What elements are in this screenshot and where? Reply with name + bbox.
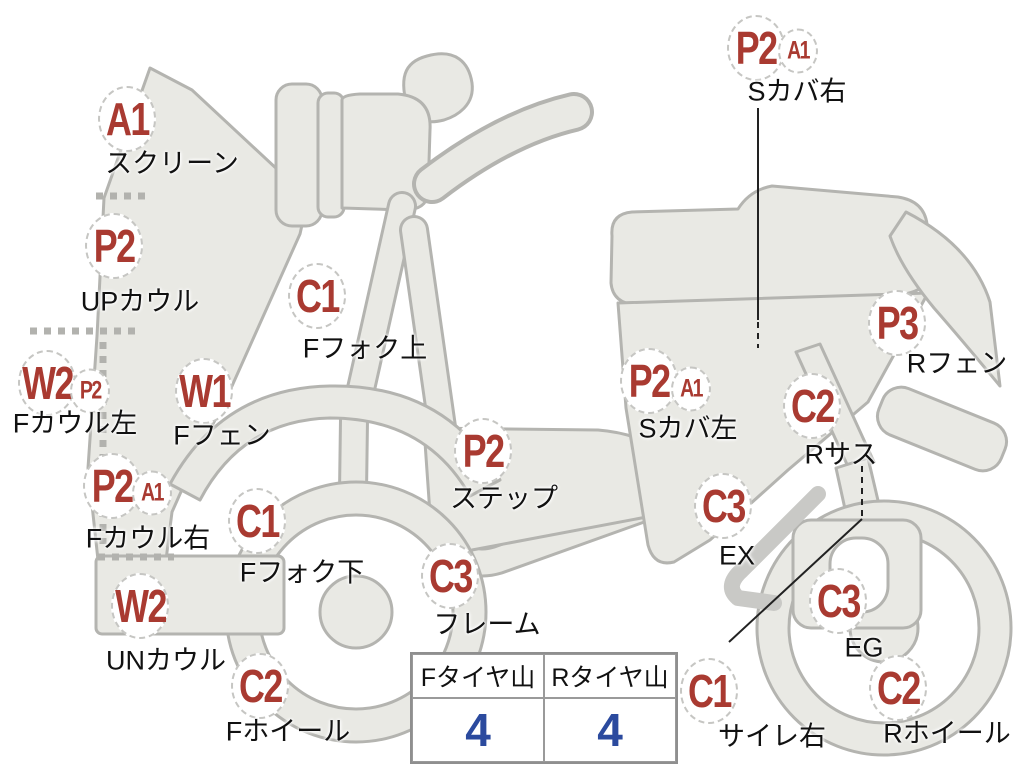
condition-code-text: C3: [816, 575, 861, 627]
condition-code-screen: A1: [98, 86, 156, 152]
front-fender-shape: [168, 384, 502, 502]
condition-code-front-cowl-left: W2: [18, 350, 76, 416]
condition-code-text: W1: [178, 365, 231, 417]
condition-code-text: C1: [687, 665, 732, 717]
condition-code-upper-cowl: P2: [85, 213, 143, 279]
part-label-step: ステップ: [450, 483, 558, 514]
part-label-front-cowl-right: Fカウル右: [85, 523, 211, 554]
condition-code-text: C1: [235, 495, 280, 547]
part-label-front-cowl-left: Fカウル左: [12, 408, 138, 439]
condition-code-text: C2: [790, 380, 835, 432]
part-label-front-fork-upper: Fフォク上: [302, 333, 428, 364]
condition-code-rear-suspension: C2: [783, 373, 841, 439]
part-label-under-cowl: UNカウル: [106, 645, 226, 676]
condition-code-text: W2: [21, 357, 74, 409]
condition-code-text: C3: [701, 480, 746, 532]
part-label-rear-wheel: Rホイール: [883, 718, 1011, 749]
condition-code-engine: C3: [809, 568, 867, 634]
condition-code-text: P2: [93, 220, 136, 272]
part-label-engine: EG: [844, 632, 884, 663]
condition-code-text: P2: [79, 376, 102, 405]
muffler-shape: [875, 385, 1009, 473]
part-label-front-wheel: Fホイール: [225, 716, 351, 747]
condition-code-front-fork-lower: C1: [228, 488, 286, 554]
condition-code-text: C2: [238, 660, 283, 712]
part-label-rear-suspension: Rサス: [804, 439, 878, 470]
tire-table-header-row: Fタイヤ山 Rタイヤ山: [412, 654, 676, 698]
condition-code-text: P2: [462, 425, 505, 477]
condition-code-text: C1: [295, 270, 340, 322]
part-label-side-cover-right: Sカバ右: [747, 76, 847, 107]
condition-code-front-cowl-right: A1: [132, 470, 172, 516]
tire-table-value-rear: 4: [544, 698, 676, 762]
condition-code-text: A1: [105, 93, 150, 145]
condition-code-front-fender: W1: [175, 358, 233, 424]
condition-code-side-cover-right: P2: [727, 15, 785, 81]
condition-code-front-wheel: C2: [231, 653, 289, 719]
part-label-upper-cowl: UPカウル: [80, 286, 200, 317]
tire-tread-table: Fタイヤ山 Rタイヤ山 4 4: [410, 652, 678, 764]
part-label-front-fork-lower: Fフォク下: [239, 557, 365, 588]
condition-code-front-cowl-right: P2: [83, 453, 141, 519]
condition-code-step: P2: [454, 418, 512, 484]
condition-code-rear-fender: P3: [868, 290, 926, 356]
tire-table-header-front: Fタイヤ山: [412, 654, 544, 698]
condition-code-front-fork-upper: C1: [288, 263, 346, 329]
condition-code-frame: C3: [421, 543, 479, 609]
condition-code-exhaust: C3: [694, 473, 752, 539]
condition-code-text: A1: [787, 36, 810, 65]
part-label-exhaust: EX: [718, 540, 756, 571]
condition-code-front-cowl-left: P2: [70, 368, 110, 414]
condition-code-silencer-right: C1: [680, 658, 738, 724]
condition-code-text: C3: [428, 550, 473, 602]
condition-code-side-cover-right: A1: [778, 28, 818, 74]
front-wheel-hub-shape: [318, 574, 394, 650]
tire-table-value-front: 4: [412, 698, 544, 762]
part-label-rear-fender: Rフェン: [906, 348, 1008, 379]
condition-code-text: W2: [114, 580, 167, 632]
condition-code-text: P2: [735, 22, 778, 74]
exhaust-pipe-shape: [724, 486, 826, 611]
condition-code-side-cover-left: P2: [620, 348, 678, 414]
tire-table-value-row: 4 4: [412, 698, 676, 762]
condition-code-text: A1: [680, 374, 703, 403]
rear-fender-shape: [888, 210, 1002, 388]
condition-code-text: C2: [876, 662, 921, 714]
part-label-silencer-right: サイレ右: [718, 721, 826, 752]
condition-code-side-cover-left: A1: [671, 366, 711, 412]
leader-lines: [728, 108, 863, 643]
part-label-frame: フレーム: [433, 609, 541, 640]
leader-silencer: [728, 518, 863, 643]
part-label-front-fender: Fフェン: [173, 420, 271, 451]
part-label-side-cover-left: Sカバ左: [638, 413, 738, 444]
condition-code-text: P2: [91, 460, 134, 512]
condition-code-text: P3: [876, 297, 919, 349]
condition-code-under-cowl: W2: [111, 573, 169, 639]
tire-table-header-rear: Rタイヤ山: [544, 654, 676, 698]
condition-code-text: P2: [628, 355, 671, 407]
condition-code-rear-wheel: C2: [869, 655, 927, 721]
condition-code-text: A1: [141, 478, 164, 507]
part-label-screen: スクリーン: [105, 148, 239, 179]
